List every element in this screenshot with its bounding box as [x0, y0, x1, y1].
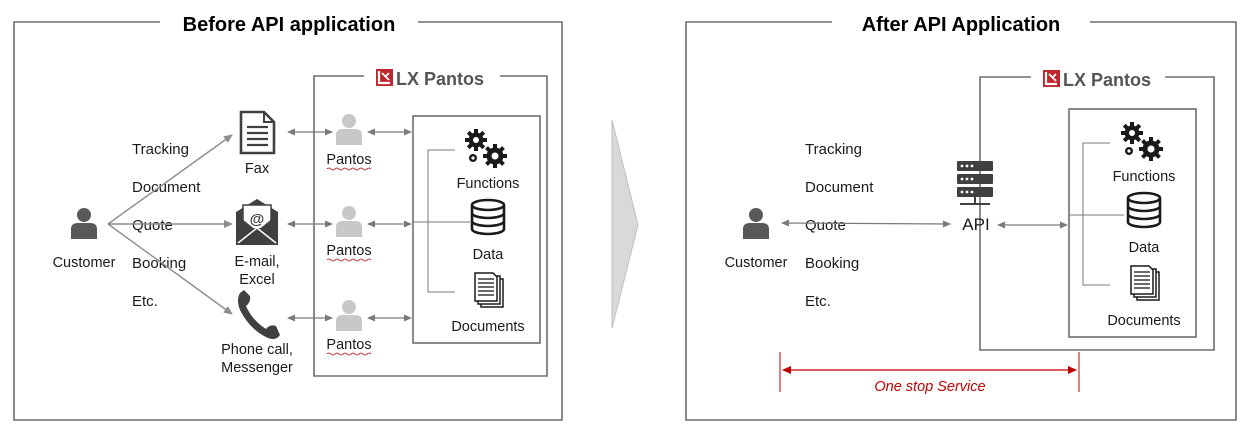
arrow-to-fax — [107, 134, 233, 225]
phone-channel: Phone call, Messenger — [221, 290, 293, 376]
functions-label: Functions — [1113, 169, 1176, 185]
documents-label: Documents — [451, 319, 524, 335]
database-icon — [1126, 191, 1162, 229]
customer: Customer — [725, 208, 788, 271]
staff-system-arrows — [367, 128, 412, 322]
customer: Customer — [53, 208, 116, 271]
customer-label: Customer — [725, 255, 788, 271]
after-api-title: After API Application — [862, 14, 1061, 36]
database-icon — [470, 198, 506, 236]
email-channel: @ E-mail, Excel — [234, 199, 280, 288]
brand-label: LX Pantos — [1063, 70, 1151, 90]
brand-label: LX Pantos — [396, 69, 484, 89]
email-label-line1: E-mail, — [234, 254, 279, 270]
system-bracket — [1069, 142, 1124, 286]
system-box — [1068, 108, 1197, 338]
customer-person-icon — [71, 208, 97, 239]
staff-label: Pantos — [326, 243, 371, 259]
data-label: Data — [473, 247, 505, 263]
lx-logo-mark-icon — [1041, 68, 1062, 89]
channel-type-item: Document — [805, 179, 874, 196]
after-api-panel: After API Application LX Pantos Customer… — [685, 14, 1237, 421]
lx-pantos-logo: LX Pantos — [374, 67, 484, 89]
fax-label: Fax — [245, 161, 270, 177]
arrow-to-phone — [107, 223, 233, 315]
customer-person-icon — [743, 208, 769, 239]
one-stop-service-label: One stop Service — [874, 379, 985, 395]
channel-type-list: Tracking Document Quote Booking Etc. — [132, 141, 201, 310]
fax-document-icon — [239, 110, 276, 155]
channel-type-item: Document — [132, 179, 201, 196]
channel-type-list: Tracking Document Quote Booking Etc. — [805, 141, 874, 310]
gears-icon — [1121, 122, 1163, 161]
customer-api-arrow — [781, 219, 951, 228]
channel-type-item: Booking — [132, 255, 186, 272]
server-rack-icon — [957, 161, 993, 205]
system-documents: Documents — [1107, 265, 1181, 329]
channel-type-item: Quote — [132, 217, 173, 234]
api-node: API — [957, 161, 993, 234]
system-data: Data — [470, 198, 506, 263]
documents-stack-icon — [474, 272, 504, 308]
channel-staff-arrows — [287, 128, 333, 322]
staff-label: Pantos — [326, 152, 371, 168]
phone-label-line2: Messenger — [221, 360, 293, 376]
staff-person-icon — [336, 300, 362, 331]
system-box — [412, 115, 541, 344]
channel-type-item: Tracking — [132, 141, 189, 158]
before-api-title: Before API application — [183, 14, 396, 36]
staff-label: Pantos — [326, 337, 371, 353]
documents-label: Documents — [1107, 313, 1180, 329]
pantos-staff: Pantos Pantos Pantos — [326, 114, 372, 356]
gears-icon — [465, 129, 507, 168]
email-envelope-icon: @ — [236, 199, 278, 245]
fax-channel: Fax — [239, 110, 276, 177]
phone-label-line1: Phone call, — [221, 342, 293, 358]
channel-type-item: Etc. — [132, 293, 158, 310]
data-label: Data — [1129, 240, 1161, 256]
email-label-line2: Excel — [239, 272, 274, 288]
customer-label: Customer — [53, 255, 116, 271]
api-label: API — [962, 215, 989, 234]
staff-person-icon — [336, 206, 362, 237]
phone-handset-icon — [238, 290, 280, 339]
system-bracket — [413, 149, 470, 293]
before-api-panel: Before API application LX Pantos Custome… — [13, 14, 563, 421]
channel-type-item: Etc. — [805, 293, 831, 310]
system-functions: Functions — [1113, 122, 1176, 185]
svg-text:@: @ — [250, 211, 265, 228]
channel-type-item: Tracking — [805, 141, 862, 158]
staff-person-icon — [336, 114, 362, 145]
one-stop-service-span: One stop Service — [779, 352, 1080, 395]
functions-label: Functions — [457, 176, 520, 192]
customer-to-channel-arrows — [107, 134, 233, 315]
channel-type-item: Quote — [805, 217, 846, 234]
channel-type-item: Booking — [805, 255, 859, 272]
documents-stack-icon — [1130, 265, 1160, 301]
system-functions: Functions — [457, 129, 520, 192]
system-data: Data — [1126, 191, 1162, 256]
transition-arrow-icon — [611, 119, 639, 329]
system-documents: Documents — [451, 272, 525, 335]
lx-logo-mark-icon — [374, 67, 395, 88]
lx-pantos-logo: LX Pantos — [1041, 68, 1151, 90]
